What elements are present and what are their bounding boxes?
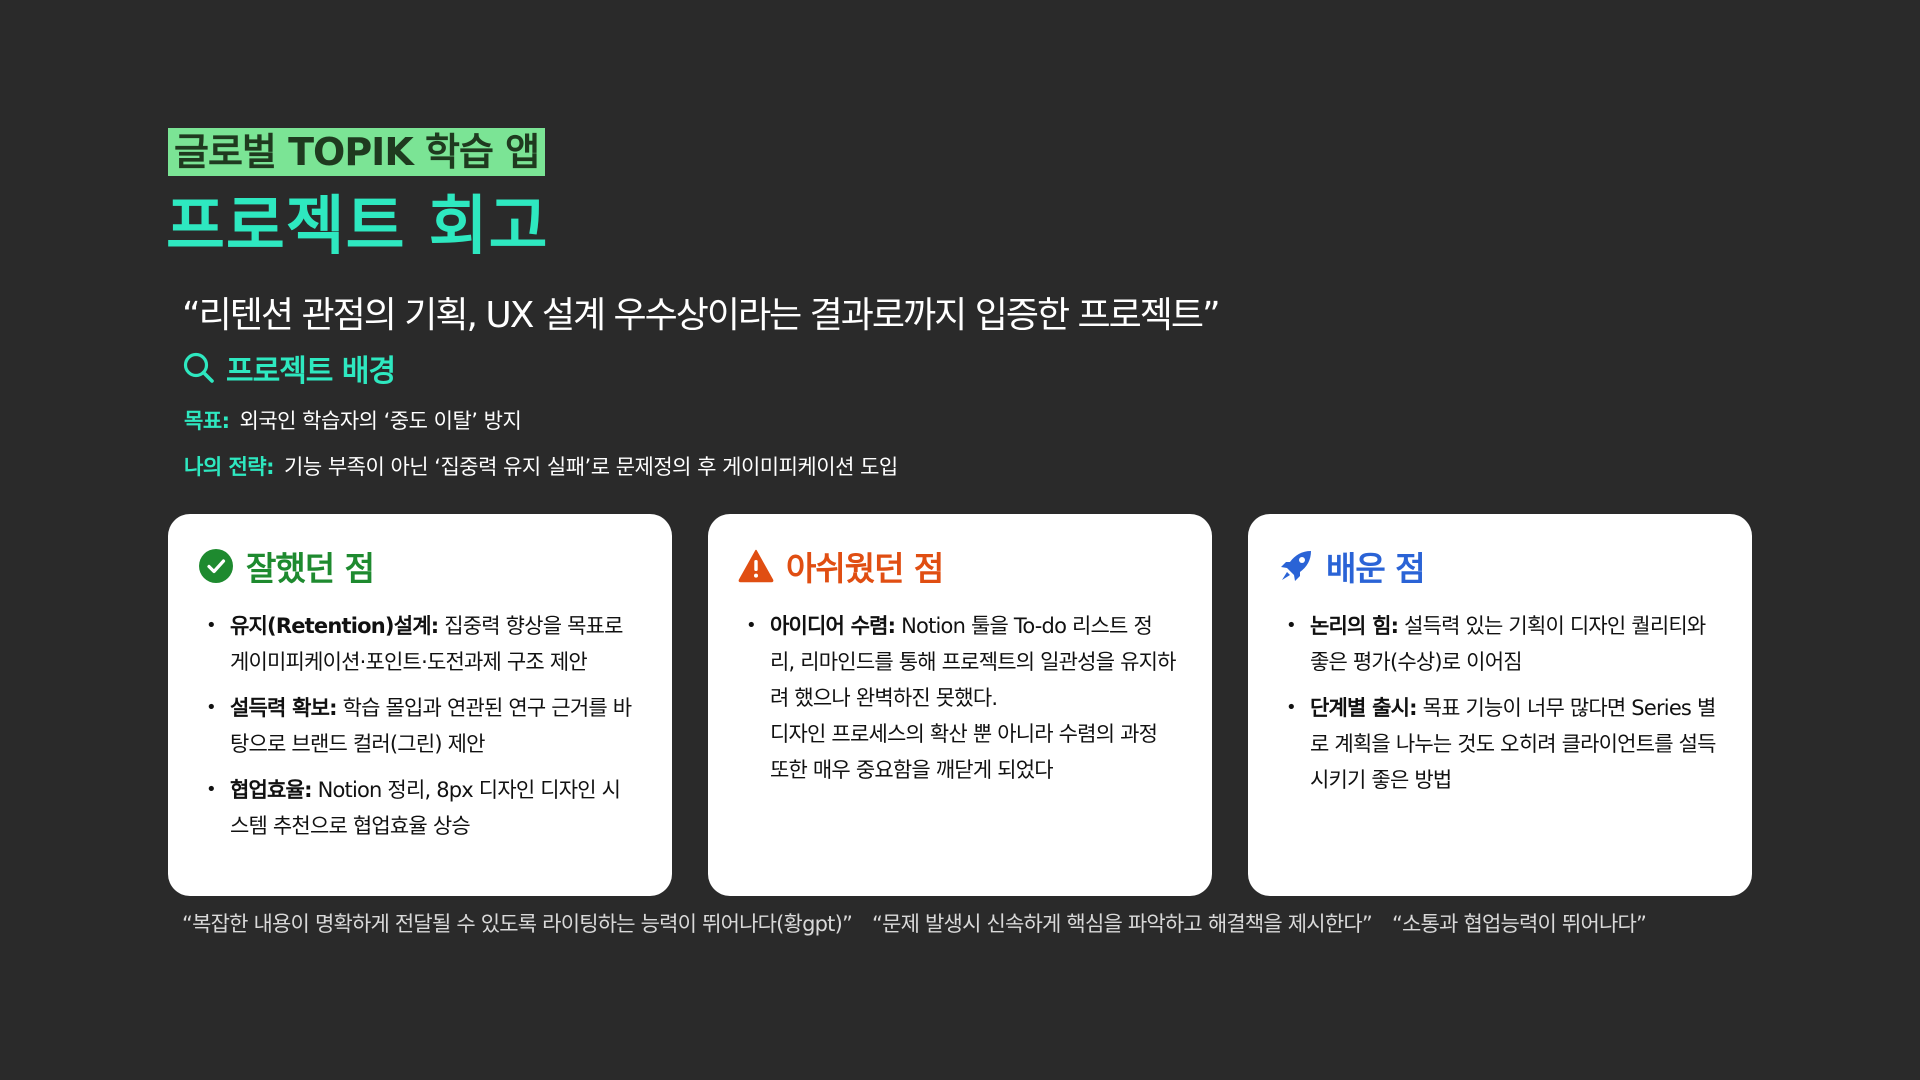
feedback-quote: “문제 발생시 신속하게 핵심을 파악하고 해결책을 제시한다” xyxy=(872,912,1373,936)
goal-label: 목표: xyxy=(184,409,230,433)
goal-line: 목표: 외국인 학습자의 ‘중도 이탈’ 방지 xyxy=(184,405,522,435)
list-item: 설득력 확보: 학습 몰입과 연관된 연구 근거를 바탕으로 브랜드 컬러(그린… xyxy=(198,690,636,762)
strategy-label: 나의 전략: xyxy=(184,455,275,479)
search-icon xyxy=(183,352,214,383)
card-regret-extra: 디자인 프로세스의 확산 뿐 아니라 수렴의 과정 또한 매우 중요함을 깨닫게… xyxy=(770,722,1158,782)
card-good-points: 잘했던 점 유지(Retention)설계: 집중력 향상을 목표로 게이미피케… xyxy=(168,514,672,896)
card-regret-list: 아이디어 수렴: Notion 툴을 To-do 리스트 정리, 리마인드를 통… xyxy=(738,608,1176,716)
goal-text: 외국인 학습자의 ‘중도 이탈’ 방지 xyxy=(239,409,522,433)
card-learned-header: 배운 점 xyxy=(1278,542,1716,590)
list-item: 논리의 힘: 설득력 있는 기획이 디자인 퀄리티와 좋은 평가(수상)로 이어… xyxy=(1278,608,1716,680)
list-item: 협업효율: Notion 정리, 8px 디자인 디자인 시스템 추천으로 협업… xyxy=(198,772,636,844)
list-item: 단계별 출시: 목표 기능이 너무 많다면 Series 별로 계획을 나누는 … xyxy=(1278,690,1716,798)
card-regret-header: 아쉬웠던 점 xyxy=(738,542,1176,590)
page-title: 프로젝트 회고 xyxy=(166,190,549,264)
background-heading: 프로젝트 배경 xyxy=(182,346,396,390)
warning-icon xyxy=(738,549,774,583)
card-good-header: 잘했던 점 xyxy=(198,542,636,590)
summary-quote: “리텐션 관점의 기획, UX 설계 우수상이라는 결과로까지 입증한 프로젝트… xyxy=(182,295,1221,336)
project-badge: 글로벌 TOPIK 학습 앱 xyxy=(168,128,546,176)
card-regret-title: 아쉬웠던 점 xyxy=(786,549,944,588)
card-learned-title: 배운 점 xyxy=(1326,549,1426,588)
card-good-title: 잘했던 점 xyxy=(246,549,375,588)
card-learned-list: 논리의 힘: 설득력 있는 기획이 디자인 퀄리티와 좋은 평가(수상)로 이어… xyxy=(1278,608,1716,798)
list-item: 아이디어 수렴: Notion 툴을 To-do 리스트 정리, 리마인드를 통… xyxy=(738,608,1176,716)
strategy-line: 나의 전략: 기능 부족이 아닌 ‘집중력 유지 실패’로 문제정의 후 게이미피… xyxy=(184,451,898,481)
strategy-text: 기능 부족이 아닌 ‘집중력 유지 실패’로 문제정의 후 게이미피케이션 도입 xyxy=(284,455,898,479)
rocket-icon xyxy=(1281,551,1311,581)
card-learned-points: 배운 점 논리의 힘: 설득력 있는 기획이 디자인 퀄리티와 좋은 평가(수상… xyxy=(1248,514,1752,896)
feedback-quotes: “복잡한 내용이 명확하게 전달될 수 있도록 라이팅하는 능력이 뛰어나다(황… xyxy=(182,908,1647,938)
feedback-quote: “소통과 협업능력이 뛰어나다” xyxy=(1391,912,1647,936)
card-good-list: 유지(Retention)설계: 집중력 향상을 목표로 게이미피케이션·포인트… xyxy=(198,608,636,844)
list-item: 유지(Retention)설계: 집중력 향상을 목표로 게이미피케이션·포인트… xyxy=(198,608,636,680)
check-circle-icon xyxy=(199,549,233,583)
feedback-quote: “복잡한 내용이 명확하게 전달될 수 있도록 라이팅하는 능력이 뛰어나다(황… xyxy=(182,912,853,936)
card-regret-points: 아쉬웠던 점 아이디어 수렴: Notion 툴을 To-do 리스트 정리, … xyxy=(708,514,1212,896)
background-heading-label: 프로젝트 배경 xyxy=(226,354,396,389)
